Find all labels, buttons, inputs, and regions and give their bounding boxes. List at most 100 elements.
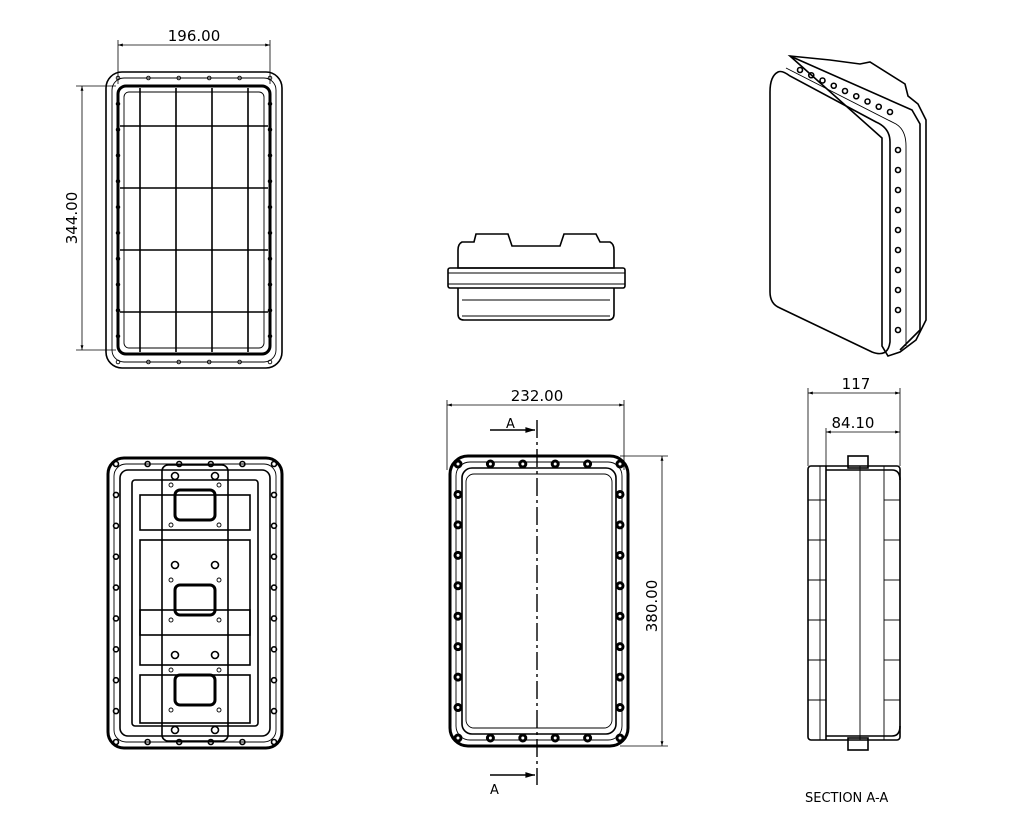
bolt-hole	[112, 553, 120, 560]
screw-hole	[168, 667, 174, 673]
bolt-hole	[112, 707, 120, 715]
bolt-hole	[518, 459, 528, 469]
bolt-hole	[819, 77, 826, 84]
bolt-hole	[270, 491, 278, 499]
bolt-hole	[841, 87, 849, 95]
bolt-hole	[807, 71, 815, 79]
section-label: A	[490, 783, 499, 798]
dim-label: 232.00	[511, 387, 564, 405]
bolt-hole	[615, 581, 625, 591]
bolt-hole	[115, 179, 121, 184]
bolt-hole	[270, 460, 278, 468]
bolt-hole	[894, 266, 902, 274]
screw-hole	[168, 482, 174, 488]
bolt-hole	[270, 522, 278, 530]
bolt-hole	[615, 459, 625, 469]
bolt-hole	[453, 550, 463, 560]
pocket	[139, 674, 251, 724]
front-view: A A	[448, 417, 630, 798]
bolt-hole	[894, 226, 902, 234]
bolt-hole	[206, 359, 212, 365]
pocket	[139, 609, 251, 666]
bolt-hole	[615, 611, 625, 621]
screw-hole	[168, 522, 174, 528]
mount-hole	[170, 471, 180, 481]
bolt-hole	[894, 146, 902, 154]
dim-label: 117	[842, 375, 871, 393]
bolt-hole	[237, 359, 242, 365]
section-label: A	[506, 417, 515, 432]
bolt-hole	[267, 359, 273, 365]
bottom-view	[106, 456, 284, 750]
mount-hole	[170, 725, 180, 735]
bolt-hole	[453, 642, 463, 652]
bolt-hole	[583, 733, 593, 743]
bolt-hole	[267, 179, 273, 184]
bolt-hole	[796, 66, 804, 74]
bolt-hole	[615, 550, 625, 560]
bolt-hole	[894, 326, 902, 334]
bolt-hole	[485, 459, 495, 469]
bolt-hole	[894, 206, 902, 214]
bolt-hole	[146, 359, 151, 365]
dimension-height-344: 344.00	[63, 85, 116, 351]
bolt-hole	[115, 308, 121, 313]
bolt-hole	[852, 92, 860, 100]
bolt-hole	[267, 153, 273, 158]
bolt-hole	[144, 460, 151, 468]
bolt-hole	[615, 703, 625, 713]
bolt-hole	[864, 98, 871, 105]
pocket	[139, 539, 251, 636]
bolt-hole	[615, 733, 625, 743]
bolt-hole	[485, 733, 495, 743]
bolt-hole	[112, 460, 120, 468]
bolt-hole	[615, 489, 625, 499]
bolt-hole	[206, 75, 212, 81]
section-title: SECTION A-A	[805, 791, 888, 806]
bolt-hole	[453, 459, 463, 469]
side-view	[447, 233, 626, 321]
bolt-hole	[112, 615, 120, 622]
bolt-hole	[112, 522, 120, 530]
bolt-hole	[115, 282, 121, 287]
bolt-hole	[830, 82, 838, 90]
bolt-hole	[267, 308, 273, 313]
section-view	[807, 455, 901, 751]
top-view-lid	[105, 71, 283, 369]
bolt-hole	[270, 707, 278, 715]
bolt-hole	[453, 520, 463, 530]
dim-label: 196.00	[168, 27, 221, 45]
bolt-hole	[270, 738, 278, 746]
bolt-hole	[453, 703, 463, 713]
bolt-hole	[115, 359, 121, 365]
bolt-hole	[267, 230, 273, 236]
bolt-hole	[453, 611, 463, 621]
dim-label: 344.00	[63, 192, 81, 245]
bolt-hole	[875, 103, 883, 111]
bolt-hole	[267, 127, 273, 132]
cable-window	[173, 673, 217, 707]
bolt-hole	[267, 256, 273, 261]
bolt-hole	[894, 246, 902, 254]
bolt-hole	[207, 460, 215, 468]
mount-hole	[170, 560, 180, 570]
dimension-width-196: 196.00	[117, 27, 271, 84]
bolt-hole	[550, 459, 560, 469]
screw-hole	[168, 707, 174, 713]
screw-hole	[168, 577, 174, 583]
cable-window	[173, 488, 217, 522]
bolt-hole	[115, 230, 121, 236]
bolt-hole	[270, 584, 278, 591]
screw-hole	[216, 522, 222, 528]
bolt-hole	[146, 75, 151, 81]
bolt-hole	[115, 101, 121, 107]
bolt-hole	[112, 646, 120, 653]
bolt-hole	[112, 584, 120, 591]
bolt-hole	[894, 166, 902, 174]
bolt-hole	[112, 491, 120, 499]
screw-hole	[216, 707, 222, 713]
bolt-hole	[550, 733, 560, 743]
bolt-hole	[175, 460, 183, 468]
dimension-width-232: 232.00	[446, 387, 625, 470]
